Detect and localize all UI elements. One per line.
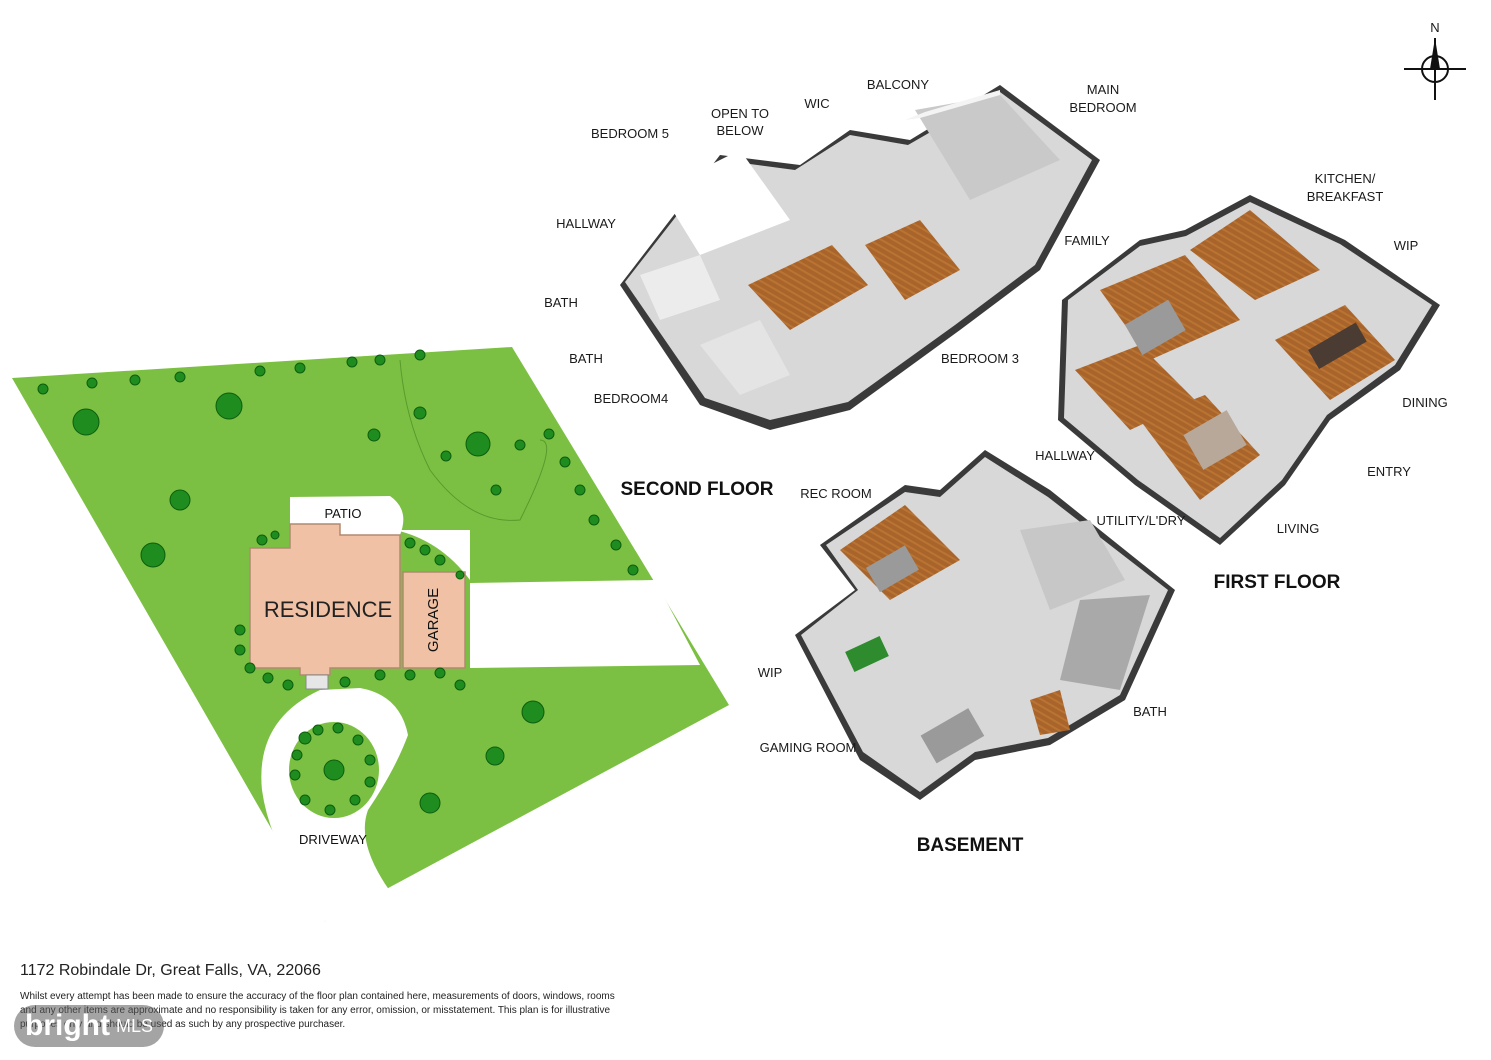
first-floor-room-labels: KITCHEN/ BREAKFAST FAMILY WIP DINING HAL…: [1035, 171, 1448, 536]
patio-label: PATIO: [324, 506, 361, 521]
room-label: KITCHEN/: [1315, 171, 1376, 186]
basement-room-labels: REC ROOM WIP GAMING ROOM BATH: [758, 486, 1167, 755]
room-label: BEDROOM: [1069, 100, 1136, 115]
room-label: GAMING ROOM: [760, 740, 857, 755]
driveway-strip: [470, 580, 700, 668]
room-label: BREAKFAST: [1307, 189, 1384, 204]
room-label: BELOW: [717, 123, 765, 138]
basement-title: BASEMENT: [917, 835, 1024, 856]
watermark-suffix: MLS: [115, 1015, 153, 1036]
room-label: REC ROOM: [800, 486, 872, 501]
room-label: WIP: [1394, 238, 1419, 253]
bright-mls-watermark: bright MLS: [14, 1005, 164, 1047]
room-label: HALLWAY: [556, 216, 616, 231]
room-label: BEDROOM 3: [941, 351, 1019, 366]
room-label: WIC: [804, 96, 829, 111]
property-address: 1172 Robindale Dr, Great Falls, VA, 2206…: [20, 962, 321, 979]
second-floor-room-labels: BEDROOM 5 OPEN TO BELOW WIC BALCONY MAIN…: [544, 77, 1136, 406]
room-label: MAIN: [1087, 82, 1120, 97]
compass-north-label: N: [1430, 20, 1439, 35]
room-label: LIVING: [1277, 521, 1320, 536]
room-label: FAMILY: [1064, 233, 1110, 248]
room-label: BATH: [569, 351, 603, 366]
north-compass-icon: N: [1404, 20, 1466, 100]
floorplan-disclaimer: Whilst every attempt has been made to en…: [20, 991, 615, 1030]
second-floor-plan: [620, 85, 1100, 430]
driveway-label: DRIVEWAY: [299, 832, 367, 847]
room-label: HALLWAY: [1035, 448, 1095, 463]
room-label: OPEN TO: [711, 106, 769, 121]
entry-steps: [305, 674, 329, 690]
residence-footprint: [249, 523, 401, 676]
garage-footprint: [402, 571, 466, 669]
room-label: DINING: [1402, 395, 1448, 410]
tree-shrub-markers: [37, 349, 639, 816]
room-label: BATH: [544, 295, 578, 310]
garage-label: GARAGE: [425, 588, 442, 652]
watermark-brand: bright: [25, 1009, 110, 1042]
second-floor-title: SECOND FLOOR: [620, 479, 773, 500]
garage-path: [395, 530, 470, 580]
room-label: BEDROOM4: [594, 391, 668, 406]
room-label: UTILITY/L'DRY: [1097, 513, 1186, 528]
room-label: BALCONY: [867, 77, 929, 92]
room-label: BEDROOM 5: [591, 126, 669, 141]
first-floor-plan: [1058, 195, 1440, 545]
room-label: WIP: [758, 665, 783, 680]
room-label: BATH: [1133, 704, 1167, 719]
basement-plan: [795, 450, 1175, 800]
room-label: ENTRY: [1367, 464, 1411, 479]
first-floor-title: FIRST FLOOR: [1214, 572, 1341, 593]
residence-label: RESIDENCE: [264, 597, 392, 622]
site-plan: RESIDENCE GARAGE PATIO DRIVEWAY: [12, 347, 729, 922]
